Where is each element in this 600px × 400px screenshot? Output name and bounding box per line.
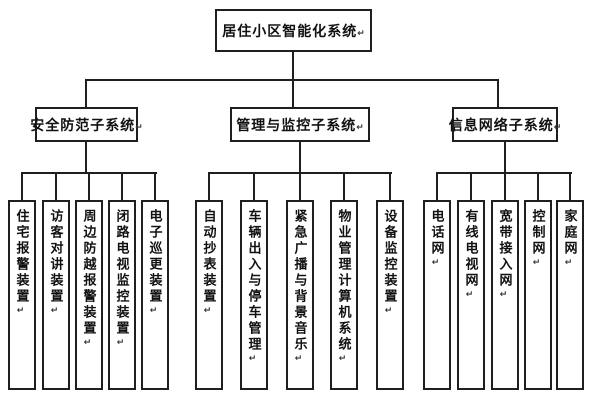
leaf-label: 自动抄表装置↵ (201, 209, 217, 316)
branch-node-information-network: 信息网络子系统↵ (449, 107, 561, 142)
return-mark-icon: ↵ (532, 258, 543, 268)
return-mark-icon: ↵ (83, 338, 94, 348)
leaf-node-property-computer-system: 物业管理计算机系统↵ (330, 200, 358, 390)
leaf-node-home-network: 家庭网↵ (556, 200, 584, 390)
return-mark-icon: ↵ (553, 121, 562, 132)
leaf-node-telephone-network: 电话网↵ (423, 200, 451, 390)
return-mark-icon: ↵ (431, 258, 442, 268)
leaf-node-control-network: 控制网↵ (524, 200, 552, 390)
return-mark-icon: ↵ (50, 306, 61, 316)
connector-line (343, 172, 345, 200)
connector-line (299, 142, 301, 173)
connector-line (292, 52, 294, 80)
leaf-label: 控制网↵ (530, 209, 546, 268)
leaf-label: 闭路电视监控装置↵ (114, 209, 130, 348)
root-label: 居住小区智能化系统↵ (222, 22, 365, 39)
return-mark-icon: ↵ (135, 121, 143, 132)
connector-line (292, 79, 294, 107)
connector-line (55, 172, 57, 200)
connector-line (569, 172, 571, 200)
leaf-node-broadcast-music: 紧急广播与背景音乐↵ (286, 200, 314, 390)
return-mark-icon: ↵ (564, 258, 575, 268)
leaf-label: 家庭网↵ (562, 209, 578, 268)
connector-line (299, 172, 301, 200)
root-node: 居住小区智能化系统↵ (215, 9, 372, 52)
connector-line (88, 172, 90, 200)
leaf-label: 车辆出入与停车管理↵ (246, 209, 262, 364)
connector-line (537, 172, 539, 200)
leaf-node-cctv-monitoring: 闭路电视监控装置↵ (108, 200, 136, 390)
leaf-node-equipment-monitoring: 设备监控装置↵ (376, 200, 404, 390)
leaf-node-residential-alarm: 住宅报警装置↵ (8, 200, 36, 390)
connector-line (121, 172, 123, 200)
connector-line (504, 142, 506, 173)
return-mark-icon: ↵ (116, 338, 127, 348)
leaf-label: 住宅报警装置↵ (14, 209, 30, 316)
branch-label: 管理与监控子系统↵ (236, 116, 364, 133)
return-mark-icon: ↵ (294, 354, 305, 364)
leaf-label: 有线电视网↵ (463, 209, 479, 300)
leaf-label: 周边防越报警装置↵ (81, 209, 97, 348)
branch-label: 安全防范子系统↵ (30, 116, 143, 133)
leaf-node-broadband-access-network: 宽带接入网↵ (491, 200, 519, 390)
return-mark-icon: ↵ (356, 121, 364, 132)
connector-line (208, 172, 210, 200)
leaf-node-perimeter-alarm: 周边防越报警装置↵ (75, 200, 103, 390)
connector-line (436, 172, 438, 200)
leaf-label: 宽带接入网↵ (497, 209, 513, 300)
connector-line (85, 79, 87, 107)
branch-node-management-monitoring: 管理与监控子系统↵ (230, 107, 370, 142)
leaf-label: 电话网↵ (429, 209, 445, 268)
return-mark-icon: ↵ (203, 306, 214, 316)
connector-line (85, 142, 87, 173)
connector-line (497, 79, 499, 107)
leaf-label: 访客对讲装置↵ (48, 209, 64, 316)
connector-line (154, 172, 156, 200)
leaf-node-visitor-intercom: 访客对讲装置↵ (42, 200, 70, 390)
leaf-label: 电子巡更装置↵ (147, 209, 163, 316)
leaf-label: 物业管理计算机系统↵ (336, 209, 352, 364)
return-mark-icon: ↵ (465, 290, 476, 300)
leaf-label: 紧急广播与背景音乐↵ (292, 209, 308, 364)
return-mark-icon: ↵ (357, 27, 365, 38)
leaf-node-electronic-patrol: 电子巡更装置↵ (141, 200, 169, 390)
connector-line (504, 172, 506, 200)
return-mark-icon: ↵ (384, 306, 395, 316)
leaf-node-auto-meter-reading: 自动抄表装置↵ (195, 200, 223, 390)
return-mark-icon: ↵ (338, 354, 349, 364)
branch-node-security: 安全防范子系统↵ (30, 107, 143, 142)
leaf-label: 设备监控装置↵ (382, 209, 398, 316)
return-mark-icon: ↵ (149, 306, 160, 316)
connector-line (253, 172, 255, 200)
connector-line (21, 172, 23, 200)
return-mark-icon: ↵ (16, 306, 27, 316)
branch-label: 信息网络子系统↵ (448, 116, 562, 133)
connector-line (470, 172, 472, 200)
return-mark-icon: ↵ (248, 354, 259, 364)
leaf-node-cable-tv-network: 有线电视网↵ (457, 200, 485, 390)
leaf-node-vehicle-parking: 车辆出入与停车管理↵ (240, 200, 268, 390)
connector-line (389, 172, 391, 200)
return-mark-icon: ↵ (499, 290, 510, 300)
